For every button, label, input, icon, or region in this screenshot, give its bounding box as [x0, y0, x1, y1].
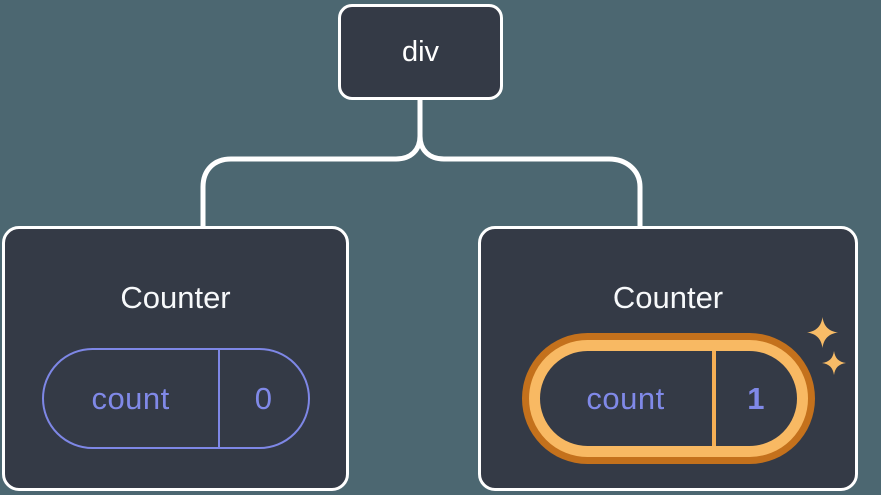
state-key-segment: count — [540, 351, 716, 446]
state-pill-count-1-highlighted: count 1 — [528, 340, 808, 457]
counter-card-left: Counter count 0 — [2, 226, 349, 491]
state-value-segment: 1 — [716, 351, 797, 446]
sparkles-icon — [807, 317, 846, 375]
state-value-label: 0 — [254, 380, 273, 416]
state-value-label: 1 — [747, 380, 765, 416]
counter-card-right: Counter count 1 — [478, 226, 858, 491]
root-node-div: div — [338, 4, 503, 100]
state-value-segment: 0 — [220, 350, 308, 447]
root-node-label: div — [401, 35, 440, 68]
state-pill-count-0: count 0 — [41, 348, 310, 449]
state-key-label: count — [586, 380, 665, 416]
counter-title: Counter — [120, 280, 231, 315]
counter-title: Counter — [612, 280, 724, 315]
state-key-label: count — [91, 380, 170, 416]
state-key-segment: count — [44, 350, 220, 447]
